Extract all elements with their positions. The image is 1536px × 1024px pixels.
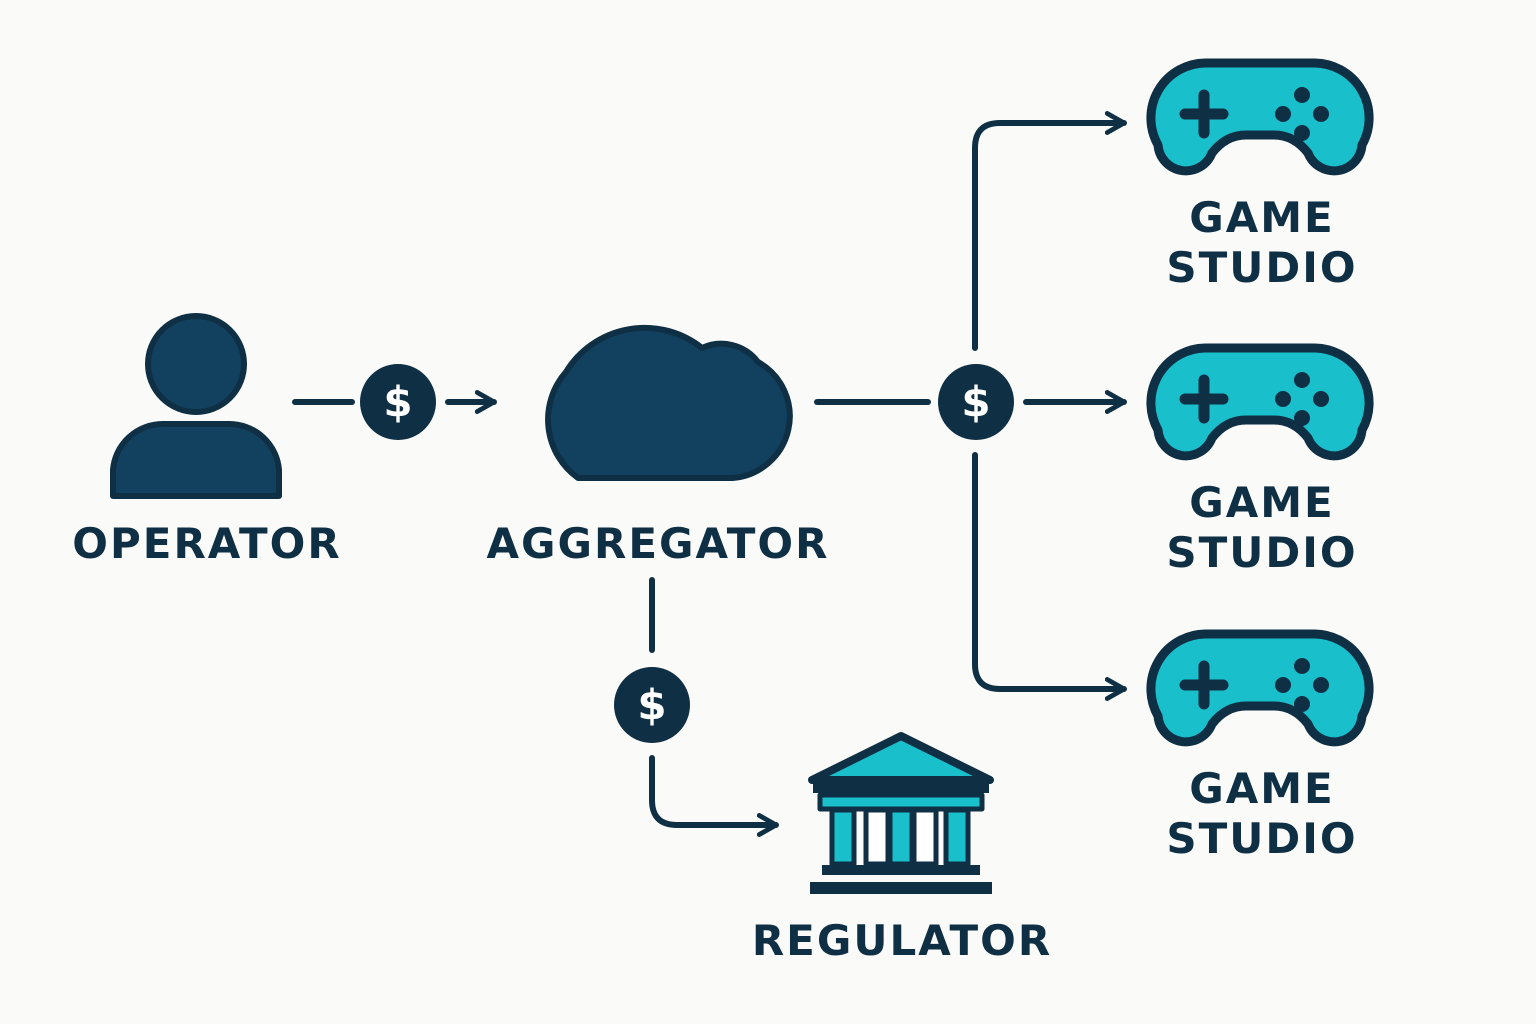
game-studio-node-2: GAME STUDIO [1151,348,1369,577]
badge-to-regulator-arrow [649,755,779,837]
game-studio-label-line1: GAME [1189,478,1334,527]
payment-badge-operator: $ [360,364,436,440]
regulator-label: REGULATOR [752,916,1052,965]
branch-to-studio-3-arrow [972,452,1127,701]
game-studio-label-line2: STUDIO [1166,814,1357,863]
game-studio-label-line2: STUDIO [1166,243,1357,292]
dollar-icon: $ [637,681,666,730]
gamepad-icon [1151,634,1369,742]
dollar-icon: $ [961,378,990,427]
aggregator-node: AGGREGATOR [487,324,830,568]
gamepad-icon [1151,348,1369,456]
dollar-icon: $ [383,378,412,427]
branch-to-studio-1-arrow [972,111,1127,351]
game-studio-label-line1: GAME [1189,764,1334,813]
gamepad-icon [1151,63,1369,171]
operator-label: OPERATOR [72,519,341,568]
game-studio-label-line2: STUDIO [1166,528,1357,577]
game-studio-node-3: GAME STUDIO [1151,634,1369,863]
connectors [292,111,1127,837]
person-icon [110,313,282,499]
payment-badge-regulator: $ [614,667,690,743]
cloud-icon [545,324,793,481]
payment-badge-studios: $ [938,364,1014,440]
regulator-node: REGULATOR [752,732,1052,965]
bank-building-icon [808,732,994,894]
aggregator-label: AGGREGATOR [487,519,830,568]
game-studio-label-line1: GAME [1189,193,1334,242]
game-studio-node-1: GAME STUDIO [1151,63,1369,292]
operator-node: OPERATOR [72,313,341,568]
